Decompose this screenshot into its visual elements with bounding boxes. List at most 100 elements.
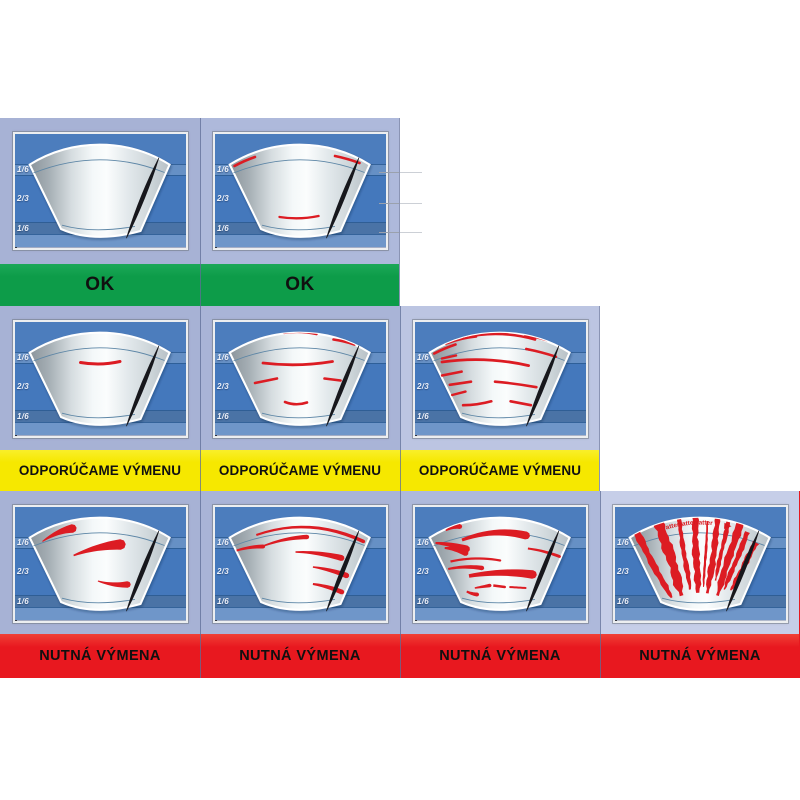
wear-marks [79,360,122,366]
zone-label: 2/3 [417,567,430,577]
zone-label: 2/3 [217,382,230,392]
zone-arc-top [233,347,365,362]
chatter-mark [652,520,684,597]
wear-streak [440,358,530,367]
zone-band [215,234,386,248]
wear-smear [444,546,469,556]
zone-label: 1/6 [217,411,230,421]
wear-smear [466,590,480,597]
status-label: NUTNÁ VÝMENA [400,634,600,678]
status-label: ODPORÚČAME VÝMENU [0,450,200,491]
wear-smear [450,557,502,563]
windshield-illustration [428,331,572,428]
wear-smear [312,583,345,595]
wiper-blade [526,345,560,427]
row-right-edge [399,118,400,306]
zone-callout-line [379,203,400,204]
wear-smear [445,524,463,532]
zone-band [215,422,386,436]
zone-label: 2/3 [217,567,230,577]
zone-label: 2/3 [417,382,430,392]
zone-label: 1/6 [417,352,430,362]
zone-arc-top [633,532,765,547]
windshield-illustration: ratterratterratter [628,516,772,613]
wear-marks [42,524,131,588]
chatter-mark [723,531,750,590]
wear-smear [255,525,366,544]
zone-label: 2/3 [217,194,230,204]
wiper-blade [326,345,360,427]
wear-streak [233,155,257,168]
zone-label: 1/6 [217,537,230,547]
zone-label: 2/3 [17,194,30,204]
wear-streak [448,380,473,387]
zone-band [415,607,586,621]
zone-label: 1/6 [17,537,30,547]
cell-separator [200,306,201,491]
wear-smear [236,544,266,552]
wear-marks [435,524,561,597]
wiper-sweep-area [28,331,171,426]
zone-arc-bottom [261,597,335,604]
windshield-illustration [228,516,372,613]
wear-streak [253,377,279,385]
wear-streak [509,400,533,407]
zone-label: 2/3 [617,567,630,577]
wear-smear [42,524,77,542]
wiper-blade [526,530,560,612]
wear-streak [332,338,356,346]
cell-separator [200,118,201,306]
wear-smear [509,586,527,589]
zone-band [15,607,186,621]
zone-arc-bottom [461,412,535,419]
zone-label: 1/6 [217,352,230,362]
status-label: OK [200,264,400,306]
wear-smear [468,569,537,579]
zone-arc-bottom [61,597,135,604]
zone-label: 1/6 [417,411,430,421]
zone-arc-top [33,159,165,174]
chatter-mark [705,517,721,594]
zone-callout-line-faint [400,232,422,233]
zone-label: 1/6 [17,223,30,233]
chatter-mark [691,517,702,593]
red-edge-artifact [798,491,800,678]
zone-callout-line [379,232,400,233]
wear-streak [79,360,122,366]
status-label: ODPORÚČAME VÝMENU [400,450,600,491]
wear-streak [440,370,463,377]
zone-label: 1/6 [217,164,230,174]
zone-label: 2/3 [17,382,30,392]
zone-callout-line-faint [400,171,422,173]
wear-smear [448,565,485,571]
wear-streak [525,347,558,358]
wear-streak [433,343,457,355]
cell-separator [200,491,201,678]
zone-band [215,607,386,621]
chatter-mark [633,529,673,599]
wear-smear [461,529,530,542]
cell-separator [400,306,401,491]
zone-label: 1/6 [617,537,630,547]
wiper-sweep-area [28,516,171,611]
zone-arc-top [33,532,165,547]
wiper-blade [126,530,160,612]
row-right-edge [599,306,600,491]
windshield-illustration [28,516,172,613]
wiper-blade [326,157,360,239]
wear-smear [73,539,126,557]
wear-streak [283,400,309,406]
zone-arc-bottom [261,224,335,231]
wear-streak [493,380,538,389]
chatter-mark [714,521,731,581]
status-label: NUTNÁ VÝMENA [0,634,200,678]
status-label: ODPORÚČAME VÝMENU [200,450,400,491]
wiper-blade [726,530,760,612]
zone-label: 2/3 [17,567,30,577]
